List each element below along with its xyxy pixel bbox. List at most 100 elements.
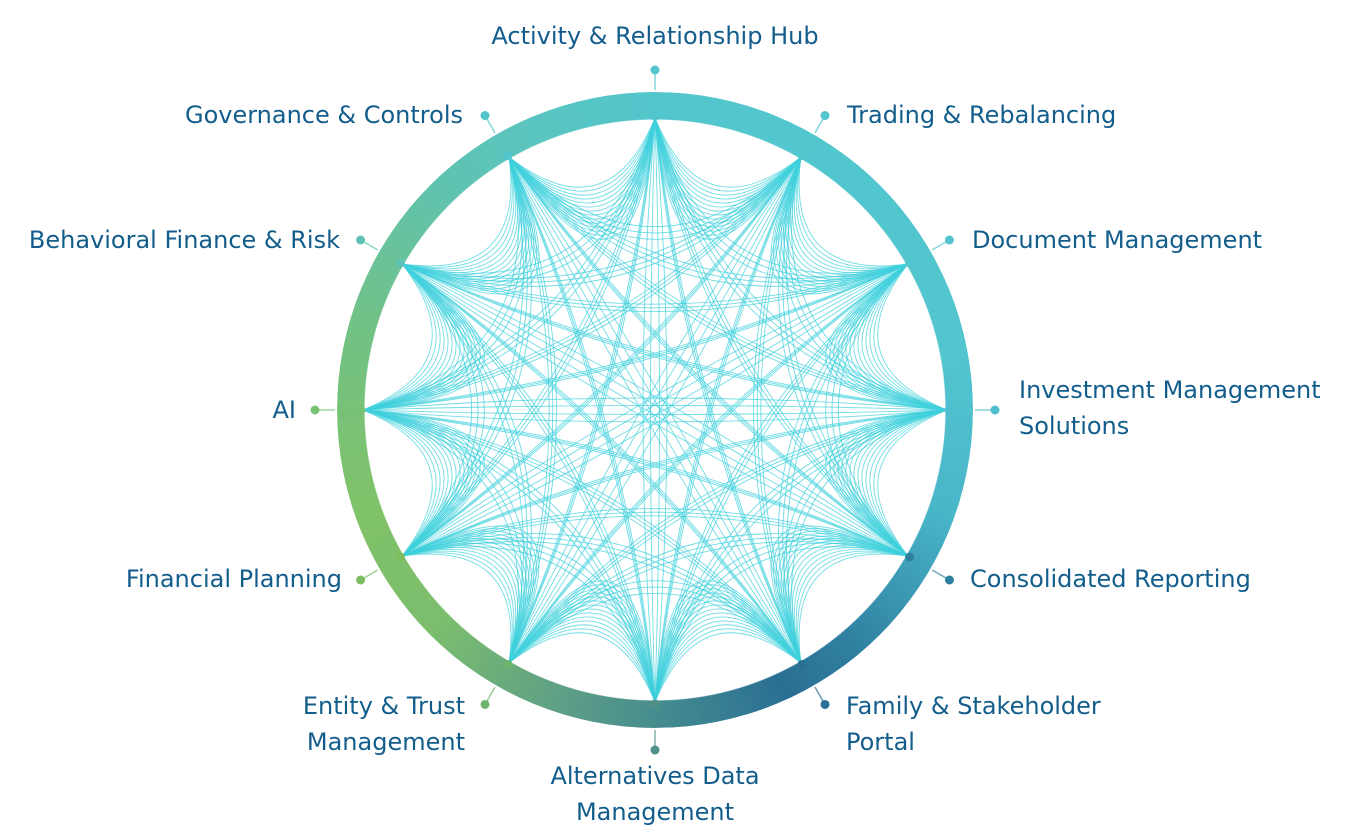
connection-curve — [362, 409, 909, 557]
connection-curve — [792, 157, 908, 273]
connection-curve — [362, 263, 453, 411]
connection-curve — [508, 156, 656, 703]
connection-curve — [362, 263, 461, 411]
connection-curve — [401, 263, 948, 411]
node-anchor-dot — [395, 552, 405, 562]
connection-curve — [787, 542, 909, 664]
connection-curve — [789, 544, 909, 664]
connection-curve — [402, 552, 513, 663]
connection-curve — [402, 117, 656, 274]
connection-curve — [756, 156, 802, 664]
connection-curve — [362, 263, 473, 411]
connection-curve — [362, 263, 909, 411]
connection-curve — [401, 263, 948, 411]
connection-curve — [654, 156, 802, 703]
connection-curve — [402, 156, 802, 279]
connection-curve — [508, 156, 802, 228]
connection-curve — [401, 263, 909, 557]
connection-curve — [401, 263, 909, 557]
connection-curve — [787, 156, 909, 278]
connection-curve — [362, 263, 469, 411]
node-label-dot — [820, 111, 830, 121]
connection-curve — [508, 608, 656, 703]
connection-curve — [401, 263, 656, 703]
connection-curve — [654, 620, 802, 703]
connection-curve — [837, 263, 948, 411]
connection-curve — [401, 263, 909, 312]
node-anchor-dot — [650, 699, 660, 709]
connection-curve — [865, 263, 948, 411]
connection-curve — [508, 117, 656, 192]
connection-curve — [792, 547, 908, 663]
connection-curve — [753, 156, 802, 664]
connection-curve — [362, 156, 802, 411]
connection-curve — [654, 263, 909, 703]
connection-curve — [401, 538, 656, 703]
connection-curve — [508, 117, 656, 664]
connection-curve — [401, 525, 540, 664]
connection-curve — [869, 263, 948, 411]
connection-curve — [362, 409, 437, 557]
connection-curve — [508, 156, 909, 283]
connection-curve — [401, 263, 909, 557]
connection-curve — [654, 117, 802, 212]
connection-curve — [362, 397, 948, 411]
node-anchor-dot — [650, 111, 660, 121]
connection-curve — [362, 263, 481, 411]
node-label-dot — [820, 699, 830, 709]
connection-curve — [795, 550, 908, 663]
connection-curve — [362, 409, 473, 557]
connection-curve — [362, 409, 656, 703]
connection-curve — [402, 550, 515, 663]
connection-curve — [508, 117, 656, 228]
label-financial-planning: Financial Planning — [125, 565, 342, 593]
connection-curve — [402, 157, 513, 268]
connection-curve — [401, 117, 656, 557]
connection-curve — [785, 156, 909, 280]
connection-curve — [362, 409, 909, 557]
connection-curve — [654, 117, 908, 274]
connection-curve — [654, 117, 948, 411]
connection-curve — [654, 117, 948, 411]
connection-curve — [508, 263, 909, 664]
connection-curve — [362, 409, 802, 664]
connection-curve — [786, 157, 909, 557]
connection-curve — [654, 156, 802, 703]
connection-curve — [401, 263, 909, 557]
connection-curve — [508, 156, 557, 664]
connection-curve — [654, 409, 948, 703]
label-family-stakeholder-portal: Family & Stakeholder Portal — [846, 692, 1101, 756]
connection-curve — [508, 628, 656, 703]
connection-curve — [508, 156, 909, 557]
connection-curve — [362, 117, 656, 411]
connection-curve — [793, 157, 908, 272]
connection-curve — [798, 157, 908, 267]
node-label-dot — [650, 745, 660, 755]
connection-curve — [401, 156, 523, 278]
connection-curve — [401, 117, 656, 282]
connection-curve — [654, 156, 802, 703]
connection-curve — [797, 157, 908, 268]
connection-curve — [508, 409, 948, 664]
node-label-dot — [480, 699, 490, 709]
connection-curve — [508, 117, 656, 664]
connection-curve — [508, 117, 656, 236]
connection-curve — [877, 409, 948, 557]
connection-curve — [401, 156, 528, 557]
connection-curve — [362, 263, 449, 411]
node-label-dot — [310, 405, 320, 415]
connection-curve — [401, 511, 909, 557]
connection-curve — [654, 628, 802, 703]
connection-curve — [401, 263, 909, 557]
connection-curve — [783, 156, 948, 411]
connection-curve — [654, 117, 802, 200]
connection-curve — [654, 546, 908, 703]
connection-curve — [508, 156, 656, 703]
connection-curve — [508, 612, 656, 703]
connection-curve — [508, 117, 656, 208]
connection-curve — [362, 263, 909, 411]
connection-curve — [508, 580, 802, 664]
connection-curve — [401, 537, 802, 664]
connection-curve — [362, 263, 445, 411]
node-label-dot — [990, 405, 1000, 415]
